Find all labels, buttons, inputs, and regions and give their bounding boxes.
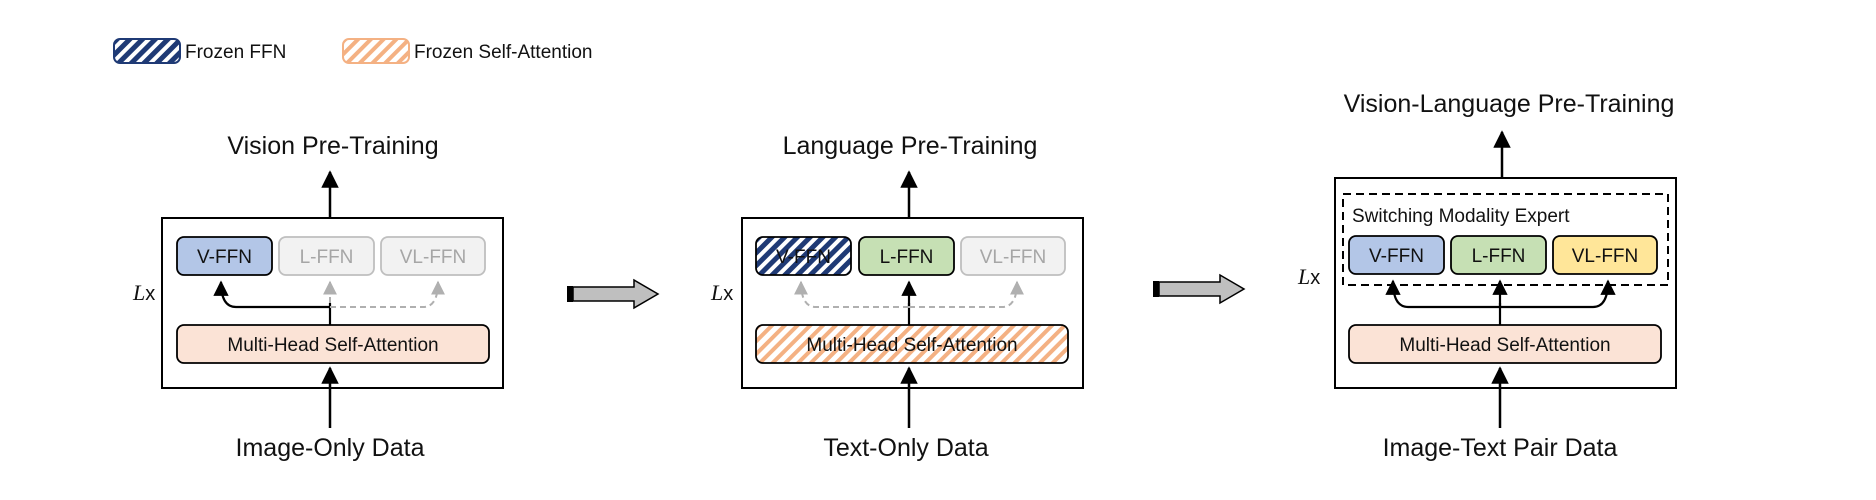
self-attention-label: Multi-Head Self-Attention [806,335,1017,356]
layer-block [741,217,1084,389]
l-ffn-label: L-FFN [1472,246,1526,267]
frozen-self-attention-swatch [342,38,410,64]
v-ffn-label: V-FFN [197,247,252,268]
layer-count-label: Lx [132,280,155,305]
l-ffn-label: L-FFN [300,247,354,268]
stage-transition-arrow-2 [1153,273,1246,305]
l-ffn-expert [278,236,375,276]
vl-ffn-label: VL-FFN [400,247,467,268]
self-attention-module [1348,324,1662,364]
self-attention-module [176,324,490,364]
input-label: Image-Text Pair Data [1383,434,1618,462]
self-attention-module-frozen [755,324,1069,364]
v-ffn-expert-frozen [755,236,852,276]
stage-vision-language-pretraining: Vision-Language Pre-Training Lx Switchin… [1297,90,1677,462]
layer-block [161,217,504,389]
route-arrow-v-ffn [213,280,330,309]
layer-count-label: Lx [1297,264,1320,289]
l-ffn-expert [858,236,955,276]
stage-vision-pretraining: Vision Pre-Training Lx V-FFN L-FFN VL-FF… [132,132,504,462]
vl-ffn-expert [1552,235,1658,275]
stage-title: Vision Pre-Training [227,132,438,160]
route-arrow-v-ffn [1385,279,1500,309]
route-arrow-v-ffn [794,280,909,308]
stage-transition-arrow-1 [567,278,660,310]
frozen-ffn-label: Frozen FFN [185,42,286,63]
vl-ffn-label: VL-FFN [980,247,1047,268]
v-ffn-expert [176,236,273,276]
frozen-ffn-swatch [113,38,181,64]
frozen-self-attention-label: Frozen Self-Attention [414,42,592,63]
route-arrow-vl-ffn [330,280,445,308]
vl-ffn-expert [960,236,1066,276]
vl-ffn-label: VL-FFN [1572,246,1639,267]
stage-title: Vision-Language Pre-Training [1344,90,1675,118]
stage-title: Language Pre-Training [783,132,1038,160]
layer-count-label: Lx [710,280,733,305]
l-ffn-label: L-FFN [880,247,934,268]
v-ffn-label: V-FFN [1369,246,1424,267]
self-attention-label: Multi-Head Self-Attention [227,335,438,356]
input-label: Image-Only Data [236,434,425,462]
input-label: Text-Only Data [823,434,988,462]
v-ffn-expert [1348,235,1445,275]
v-ffn-label: V-FFN [776,247,831,268]
l-ffn-expert [1450,235,1547,275]
route-arrow-vl-ffn [1500,279,1616,309]
switching-expert-label: Switching Modality Expert [1352,206,1570,227]
layer-block [1334,177,1677,389]
self-attention-label: Multi-Head Self-Attention [1399,335,1610,356]
stage-language-pretraining: Language Pre-Training Lx V-FFN L-FFN VL-… [710,132,1084,462]
vl-ffn-expert [380,236,486,276]
route-arrow-vl-ffn [909,280,1024,308]
legend: Frozen FFN Frozen Self-Attention [113,38,592,64]
